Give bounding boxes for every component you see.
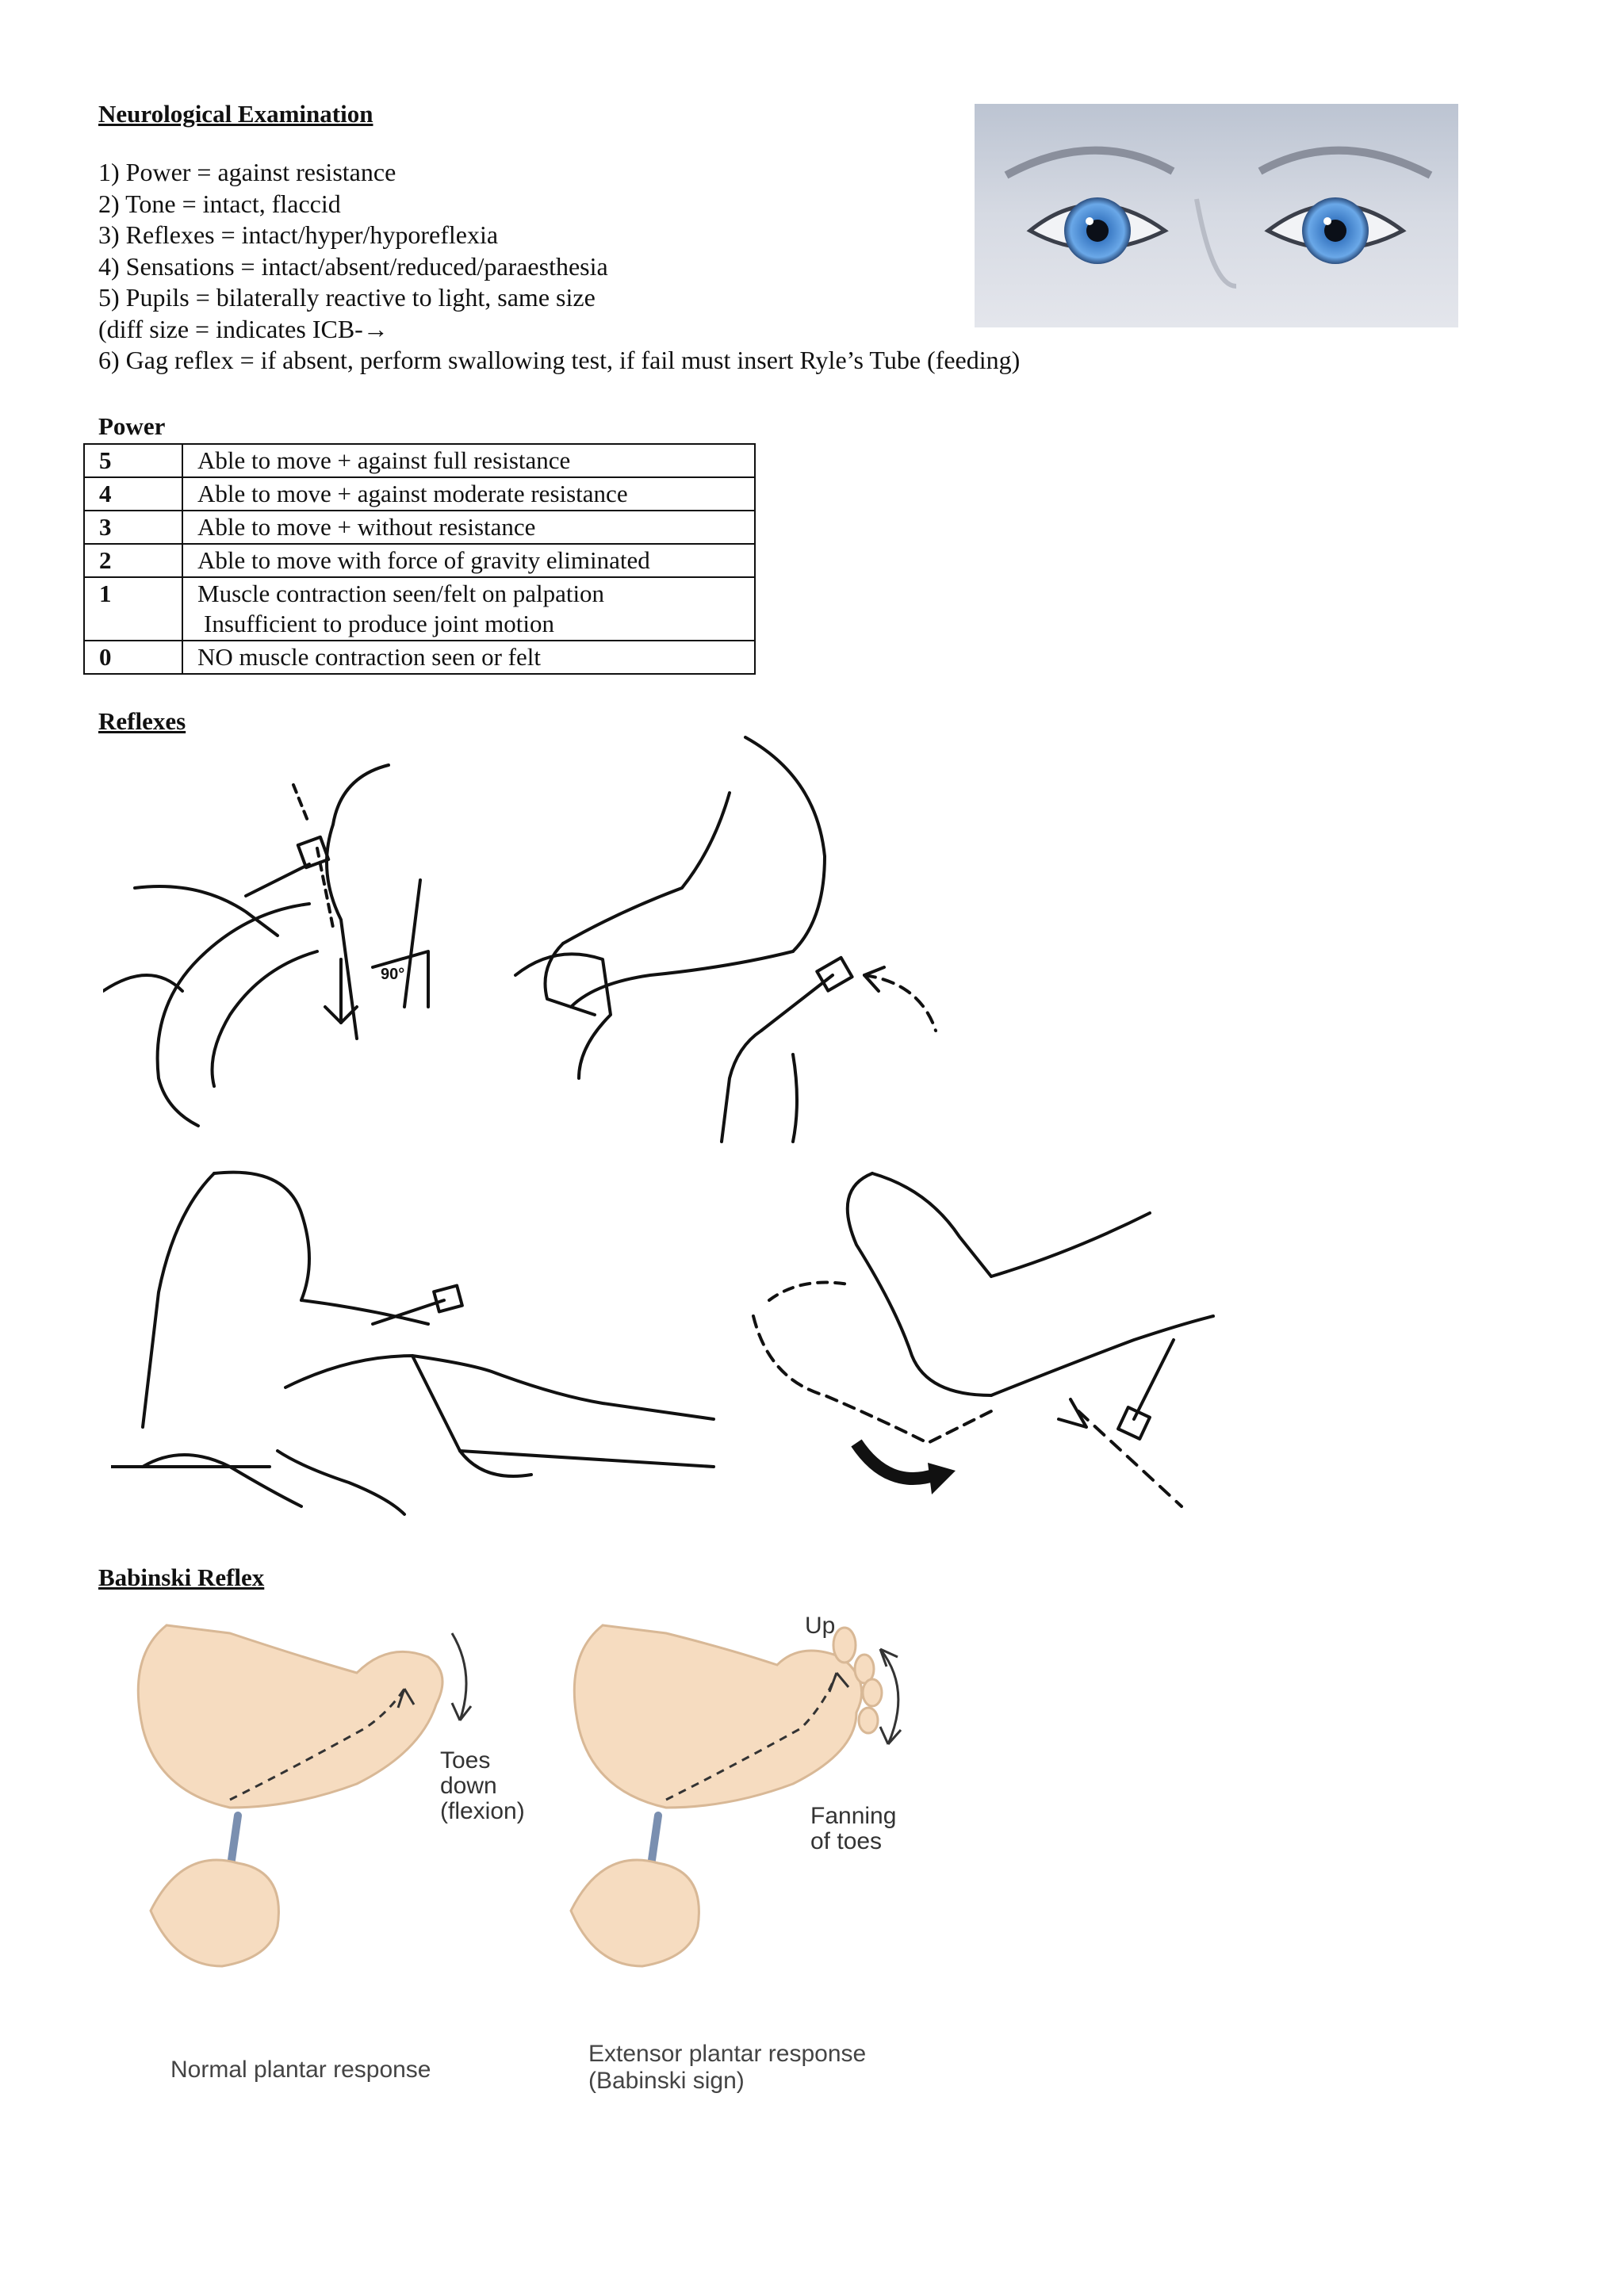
description-line: Insufficient to produce joint motion (204, 610, 554, 637)
table-row: 2 Able to move with force of gravity eli… (83, 543, 756, 578)
exam-item-power: 1) Power = against resistance (98, 158, 396, 186)
table-row: 1 Muscle contraction seen/felt on palpat… (83, 576, 756, 641)
table-row: 3 Able to move + without resistance (83, 510, 756, 545)
toes-down-line3: (flexion) (440, 1798, 525, 1824)
eyes-photo (975, 104, 1458, 327)
power-grade-table: 5 Able to move + against full resistance… (83, 443, 756, 675)
triceps-reflex-illustration (514, 736, 937, 1143)
grade-cell: 5 (83, 443, 183, 478)
table-row: 0 NO muscle contraction seen or felt (83, 640, 756, 675)
fanning-line1: Fanning (810, 1803, 896, 1829)
page-title: Neurological Examination (98, 100, 373, 128)
exam-item-pupils: 5) Pupils = bilaterally reactive to ligh… (98, 283, 596, 312)
table-row: 5 Able to move + against full resistance (83, 443, 756, 478)
reflexes-section-title: Reflexes (98, 707, 186, 735)
description-line: Muscle contraction seen/felt on palpatio… (197, 580, 605, 607)
exam-list: 1) Power = against resistance 2) Tone = … (98, 157, 1020, 377)
description-cell: Able to move + without resistance (182, 510, 756, 545)
patellar-reflex-illustration (111, 1170, 715, 1516)
normal-plantar-caption: Normal plantar response (170, 2057, 431, 2083)
power-section-title: Power (98, 412, 166, 440)
grade-cell: 3 (83, 510, 183, 545)
grade-cell: 0 (83, 640, 183, 675)
biceps-reflex-illustration: 90° (103, 763, 430, 1127)
extensor-plantar-caption-line2: (Babinski sign) (588, 2068, 745, 2094)
toes-down-line1: Toes (440, 1747, 490, 1774)
exam-item-sensations: 4) Sensations = intact/absent/reduced/pa… (98, 251, 608, 281)
exam-item-tone: 2) Tone = intact, flaccid (98, 189, 341, 218)
description-cell: Able to move with force of gravity elimi… (182, 543, 756, 578)
up-label: Up (805, 1613, 835, 1639)
description-cell: Able to move + against moderate resistan… (182, 476, 756, 511)
extensor-plantar-response-illustration: Up Fanning of toes Extensor plantar resp… (569, 1613, 902, 2094)
exam-item-gag-reflex: 6) Gag reflex = if absent, perform swall… (98, 346, 1021, 374)
grade-cell: 2 (83, 543, 183, 578)
exam-item-reflexes: 3) Reflexes = intact/hyper/hyporeflexia (98, 220, 499, 249)
description-cell: Able to move + against full resistance (182, 443, 756, 478)
table-row: 4 Able to move + against moderate resist… (83, 476, 756, 511)
ankle-reflex-illustration (752, 1172, 1215, 1508)
description-cell: Muscle contraction seen/felt on palpatio… (182, 576, 756, 641)
fanning-line2: of toes (810, 1828, 882, 1854)
angle-label: 90° (381, 966, 404, 983)
extensor-plantar-caption-line1: Extensor plantar response (588, 2041, 866, 2067)
grade-cell: 4 (83, 476, 183, 511)
exam-item-pupils-note: (diff size = indicates ICB-→ (98, 314, 389, 343)
babinski-section-title: Babinski Reflex (98, 1563, 265, 1591)
toes-down-line2: down (440, 1773, 497, 1799)
normal-plantar-response-illustration: Toes down (flexion) Normal plantar respo… (136, 1624, 525, 2083)
description-cell: NO muscle contraction seen or felt (182, 640, 756, 675)
grade-cell: 1 (83, 576, 183, 641)
